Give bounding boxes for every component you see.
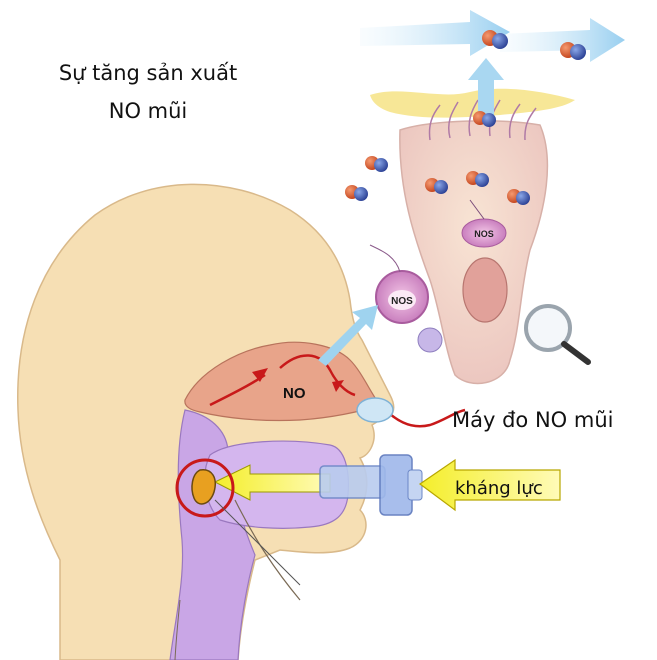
meter-label: Máy đo NO mũi <box>452 408 613 432</box>
title-line-2: NO mũi <box>109 99 188 123</box>
no-label: NO <box>283 385 306 402</box>
molecule-icon <box>345 185 368 201</box>
molecule-icon <box>365 156 388 172</box>
nos-cell: NOS <box>370 245 428 323</box>
nos-cell-label: NOS <box>391 296 413 307</box>
small-cell <box>418 328 442 352</box>
nos-small-label: NOS <box>474 229 494 239</box>
nasal-probe <box>357 398 393 422</box>
mucus-layer <box>370 89 575 118</box>
cell-nucleus <box>463 258 507 322</box>
head-illustration <box>18 184 394 660</box>
title-line-1: Sự tăng sản xuất <box>59 61 237 85</box>
magnifier-icon <box>526 306 588 362</box>
resistance-label: kháng lực <box>455 478 543 499</box>
